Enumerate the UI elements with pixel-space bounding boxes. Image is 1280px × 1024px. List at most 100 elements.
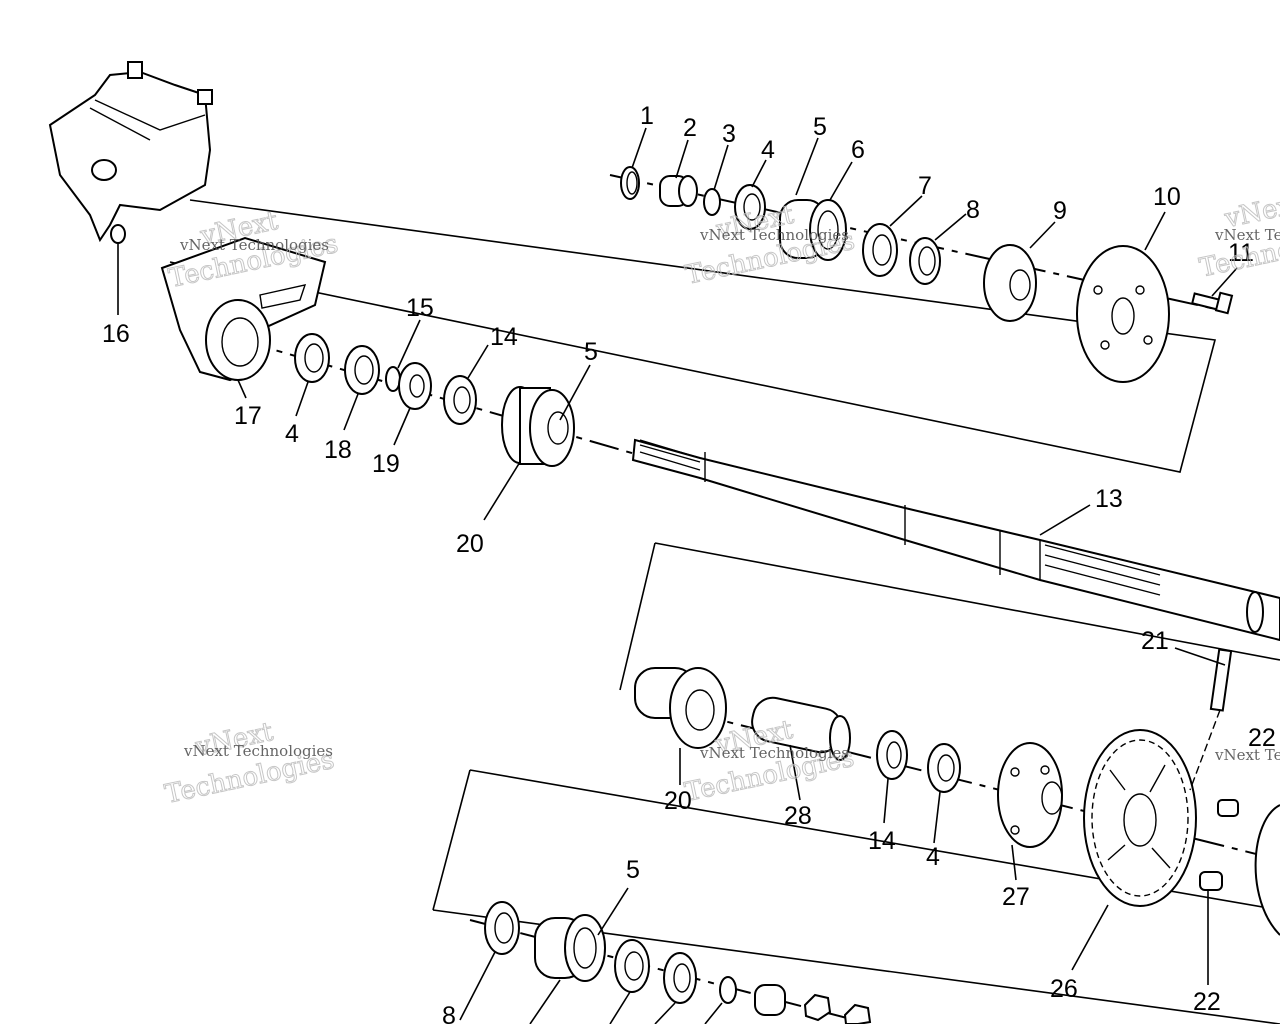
leader	[933, 791, 941, 844]
washer-19-part	[398, 362, 432, 410]
shaft-row-parts	[294, 333, 575, 467]
carrier-20b-part	[669, 667, 727, 749]
callout-27: 27	[1002, 883, 1030, 911]
seal-4d-part	[663, 952, 697, 1004]
leader	[467, 344, 489, 379]
leader	[704, 1002, 723, 1024]
watermarks: vNext Technologies vNext Technologies vN…	[162, 188, 1280, 810]
washer-19-inner	[409, 374, 425, 398]
leader	[829, 161, 853, 201]
shaft-detail	[639, 439, 1041, 580]
axle-shaft-part	[631, 438, 1280, 642]
spacer-face	[678, 175, 698, 207]
callout-26: 26	[1050, 975, 1078, 1003]
top-row-parts	[620, 166, 1234, 383]
middle-row-parts	[634, 648, 1280, 936]
brake-disc-bore	[1111, 297, 1135, 335]
seal-part	[734, 184, 766, 230]
brake-disc-part	[1076, 245, 1170, 383]
upper-group-frame	[169, 199, 1217, 473]
seal-8b-part	[484, 901, 520, 955]
carrier-20b-bore	[685, 689, 715, 731]
callout-4b: 4	[285, 420, 299, 448]
caliper-detail	[94, 99, 206, 131]
seal-14-part	[443, 375, 477, 425]
sprocket-26-part	[1083, 729, 1197, 907]
stud-21-path	[1189, 709, 1221, 791]
leader	[237, 379, 247, 399]
callout-21: 21	[1141, 627, 1169, 655]
seal-14-inner	[453, 386, 471, 414]
callout-22: 22	[1248, 724, 1276, 752]
seal-4c-part	[927, 743, 961, 793]
callout-5b: 5	[584, 338, 598, 366]
leader	[609, 991, 631, 1024]
roller-bearing-inner	[817, 210, 839, 250]
leader	[883, 778, 889, 824]
hub-stud	[1040, 765, 1050, 775]
callout-1: 1	[640, 102, 654, 130]
caliper-bleeder	[197, 89, 213, 105]
callout-2: 2	[683, 114, 697, 142]
sprocket-edge-part	[1254, 804, 1280, 936]
leader	[654, 1002, 676, 1024]
callout-19: 19	[372, 450, 400, 478]
callout-9: 9	[1053, 197, 1067, 225]
leader	[675, 139, 689, 179]
middle-frame-left	[619, 542, 656, 691]
bearing-7b-part	[614, 939, 650, 993]
nut-22-part	[1217, 799, 1239, 817]
seal-14b-inner	[886, 741, 902, 769]
bearing-5c-part	[564, 914, 606, 982]
disc-hole	[1093, 285, 1103, 295]
leader	[1071, 904, 1109, 971]
seal-8b-inner	[494, 912, 514, 944]
leader	[889, 195, 923, 227]
leader	[597, 887, 629, 936]
ball-bearing-part	[862, 223, 898, 277]
callout-15: 15	[406, 294, 434, 322]
seal-8-inner	[918, 246, 936, 276]
callout-8: 8	[966, 196, 980, 224]
caliper-fitting	[127, 61, 143, 79]
hub-bore	[1009, 269, 1031, 301]
seal-inner	[743, 193, 761, 221]
bolt-head	[1214, 291, 1234, 315]
leader	[1144, 211, 1166, 251]
caliper-bore	[91, 159, 117, 181]
callout-10: 10	[1153, 183, 1181, 211]
bearing-5c-inner	[573, 927, 597, 969]
leader	[1211, 267, 1238, 297]
hub-stud	[1010, 825, 1020, 835]
watermark-small-3: vNext Technologies	[1214, 226, 1280, 244]
leader	[397, 319, 421, 369]
callout-22b: 22	[1193, 988, 1221, 1016]
spacer-2b-part	[754, 984, 786, 1016]
caliper-assembly	[48, 61, 327, 382]
carrier-bearing-ring	[205, 299, 271, 381]
brake-caliper-part	[48, 70, 212, 243]
caliper-detail	[89, 107, 151, 141]
snap-ring-part	[620, 166, 640, 200]
o-ring-part	[703, 188, 721, 216]
leader	[713, 144, 729, 191]
callout-3: 3	[722, 120, 736, 148]
leader	[459, 951, 496, 1021]
seal-4d-inner	[673, 963, 691, 993]
hub-stud	[1010, 767, 1020, 777]
watermark-small-2: vNext Technologies	[699, 226, 849, 244]
sprocket-hub-27-part	[997, 742, 1063, 848]
shaft-splines	[1044, 544, 1161, 596]
callout-11: 11	[1228, 239, 1254, 267]
disc-hole	[1135, 285, 1145, 295]
seal-4-part	[294, 333, 330, 383]
leader-lines	[117, 127, 1238, 1024]
leader	[483, 461, 521, 521]
o-ring-15-part	[385, 366, 401, 392]
sprocket-hub-bore	[1041, 781, 1063, 815]
watermark-small-1: vNext Technologies	[179, 236, 329, 254]
callout-13: 13	[1095, 485, 1123, 513]
leader	[1039, 504, 1091, 536]
bottom-row-parts	[484, 901, 872, 1024]
